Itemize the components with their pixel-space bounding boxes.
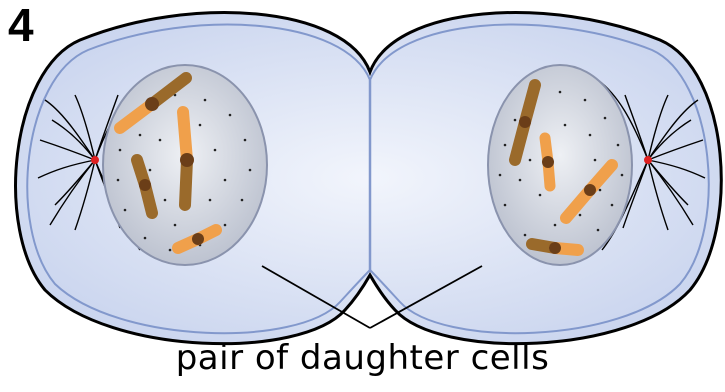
caption-label: pair of daughter cells: [0, 338, 725, 378]
step-number: 4: [8, 2, 34, 48]
left-centrosome: [91, 156, 99, 164]
right-centrosome: [644, 156, 652, 164]
